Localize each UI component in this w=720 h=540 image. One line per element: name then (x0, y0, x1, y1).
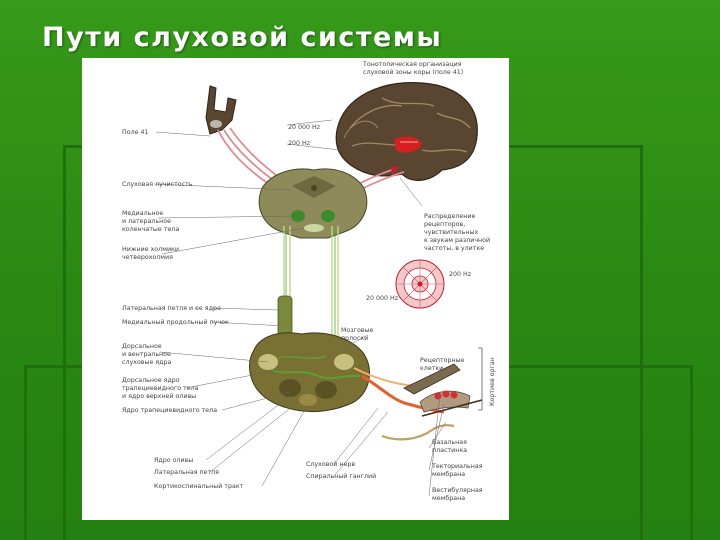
label-colliculi: четверохолмия (122, 254, 173, 261)
slide-title: Пути слуховой системы (42, 22, 443, 53)
diagram-svg: Тонотопическая организация слуховой зоны… (122, 61, 496, 502)
label-receptor-cells: клетки (420, 365, 443, 372)
label-receptor-distribution: Распределение (424, 213, 475, 220)
svg-text:Текториальная мембрана: Текториальная мембрана (431, 463, 485, 478)
label-20000-hz-top: 20 000 Hz (288, 124, 321, 131)
auditory-cortex-area (394, 136, 422, 153)
svg-text:Мозговые полоски: Мозговые полоски (341, 327, 375, 342)
label-vestibular-membrane: Вестибулярная (432, 486, 483, 494)
label-lateral-loop: Латеральная петля (154, 469, 219, 476)
label-medial-longitudinal: Медиальный продольный пучок (122, 318, 229, 326)
svg-text:Медиальное и латеральное: Медиальное и латеральное коленчатые тела (122, 210, 179, 233)
svg-text:Дорсальное и вентральное: Дорсальное и вентральное слуховые ядра (122, 343, 173, 366)
label-tonotopic: Тонотопическая организация (362, 61, 462, 68)
midbrain-section (258, 168, 368, 239)
label-trapezoid-nuclei: трапециевидного тела (122, 385, 199, 392)
svg-text:Дорсальное ядро трапециеви: Дорсальное ядро трапециевидного тела и я… (122, 377, 201, 400)
label-receptor-distribution: рецепторов, (424, 221, 465, 228)
svg-text:Нижние холмики четверохолм: Нижние холмики четверохолмия (122, 246, 181, 261)
auditory-pathways-figure: Тонотопическая организация слуховой зоны… (82, 58, 509, 520)
label-lateral-lemniscus: Латеральная петля и ее ядра (122, 305, 221, 312)
label-medullary-striae: Мозговые (341, 327, 373, 334)
label-auditory-nerve: Слуховой нерв (306, 460, 355, 468)
svg-text:Тонотопическая организация: Тонотопическая организация слуховой зоны… (362, 61, 464, 76)
label-geniculate: и латеральное (122, 218, 171, 225)
label-trapezoid-nuclei: Дорсальное ядро (122, 377, 180, 384)
svg-text:Базальная пластинка: Базальная пластинка (432, 439, 469, 454)
decorative-line (24, 365, 27, 540)
label-trapezoid-nuclei: и ядро верхней оливы (122, 392, 196, 400)
decorative-line (690, 365, 693, 540)
label-geniculate: коленчатые тела (122, 226, 179, 233)
label-field-41: Поле 41 (122, 129, 149, 136)
label-auditory-radiation: Слуховая лучистость (122, 181, 193, 188)
svg-text:Распределение рецепторов,: Распределение рецепторов, чувствительных… (424, 213, 492, 252)
label-receptor-distribution: к звукам различной (424, 236, 490, 244)
label-cochlear-nuclei: и вентральное (122, 351, 171, 358)
label-tectorial-membrane: мембрана (432, 470, 465, 478)
label-basilar-plate: Базальная (432, 439, 467, 446)
label-medullary-striae: полоски (341, 335, 368, 342)
svg-text:Вестибулярная мембрана: Вестибулярная мембрана (432, 486, 485, 502)
label-20000-hz-cochlea: 20 000 Hz (366, 295, 399, 302)
decorative-line (640, 145, 643, 540)
label-vestibular-membrane: мембрана (432, 494, 465, 502)
label-cochlear-nuclei: Дорсальное (122, 343, 162, 350)
label-corticospinal: Кортикоспинальный тракт (154, 482, 244, 490)
label-basilar-plate: пластинка (432, 447, 467, 454)
label-geniculate: Медиальное (122, 210, 163, 217)
label-receptor-cells: Рецепторные (420, 357, 465, 364)
label-receptor-distribution: частоты, в улитке (424, 245, 484, 252)
label-trapezoid-body-nucleus: Ядро трапециевидного тела (122, 407, 217, 414)
svg-text:Рецепторные клетки: Рецепторные клетки (420, 357, 466, 372)
label-200-hz-cochlea: 200 Hz (449, 271, 472, 278)
label-olive-nucleus: Ядро оливы (154, 457, 193, 464)
label-tonotopic: слуховой зоны коры (поле 41) (363, 68, 463, 76)
label-colliculi: Нижние холмики (122, 246, 179, 253)
field-41-gyrus (205, 85, 237, 135)
label-spiral-ganglion: Спиральный ганглий (306, 472, 376, 480)
label-organ-corti: Кортиев орган (489, 357, 496, 406)
label-receptor-distribution: чувствительных (424, 229, 478, 236)
label-tectorial-membrane: Текториальная (431, 463, 483, 470)
label-200-hz-top: 200 Hz (288, 140, 311, 147)
label-cochlear-nuclei: слуховые ядра (122, 359, 171, 366)
brain-cortex (335, 82, 478, 181)
decorative-line (63, 145, 66, 540)
organ-of-corti (403, 363, 461, 395)
